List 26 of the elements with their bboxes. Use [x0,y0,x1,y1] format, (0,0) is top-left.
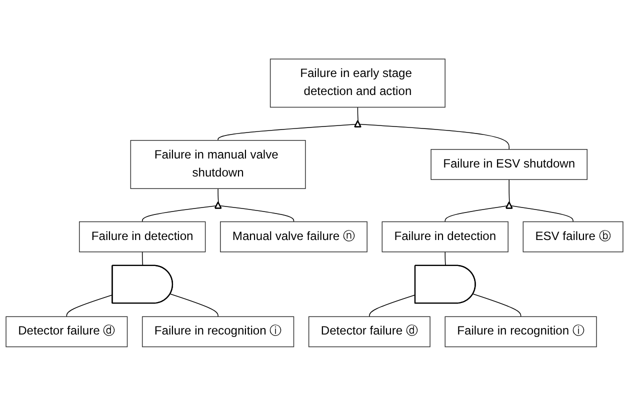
connector [170,293,218,317]
node-box: Failure in detection [382,220,508,252]
connector [218,188,219,202]
node-box: Failure in manual valve shutdown [130,140,306,189]
node-box: Failure in detection [79,220,206,252]
connector [142,204,218,222]
node-box: Detector failure ⓓ [6,316,128,347]
node-box: Failure in recognition ⓘ [444,316,597,347]
connector [357,106,358,122]
connector [359,124,510,150]
connector [369,294,416,317]
connector [444,205,508,222]
connector [66,294,113,317]
connector [472,293,522,317]
connector [444,251,446,266]
node-box: ESV failure ⓑ [522,220,624,252]
node-box: Detector failure ⓓ [308,316,430,347]
node-box: Failure in early stage detection and action [270,58,446,108]
connector [510,205,574,222]
node-box: Failure in ESV shutdown [430,148,588,180]
node-box: Manual valve failure ⓝ [220,220,368,252]
connector [218,124,357,140]
connector [508,178,510,202]
node-box: Failure in recognition ⓘ [142,316,294,347]
connector [220,204,294,222]
connector [142,251,144,266]
